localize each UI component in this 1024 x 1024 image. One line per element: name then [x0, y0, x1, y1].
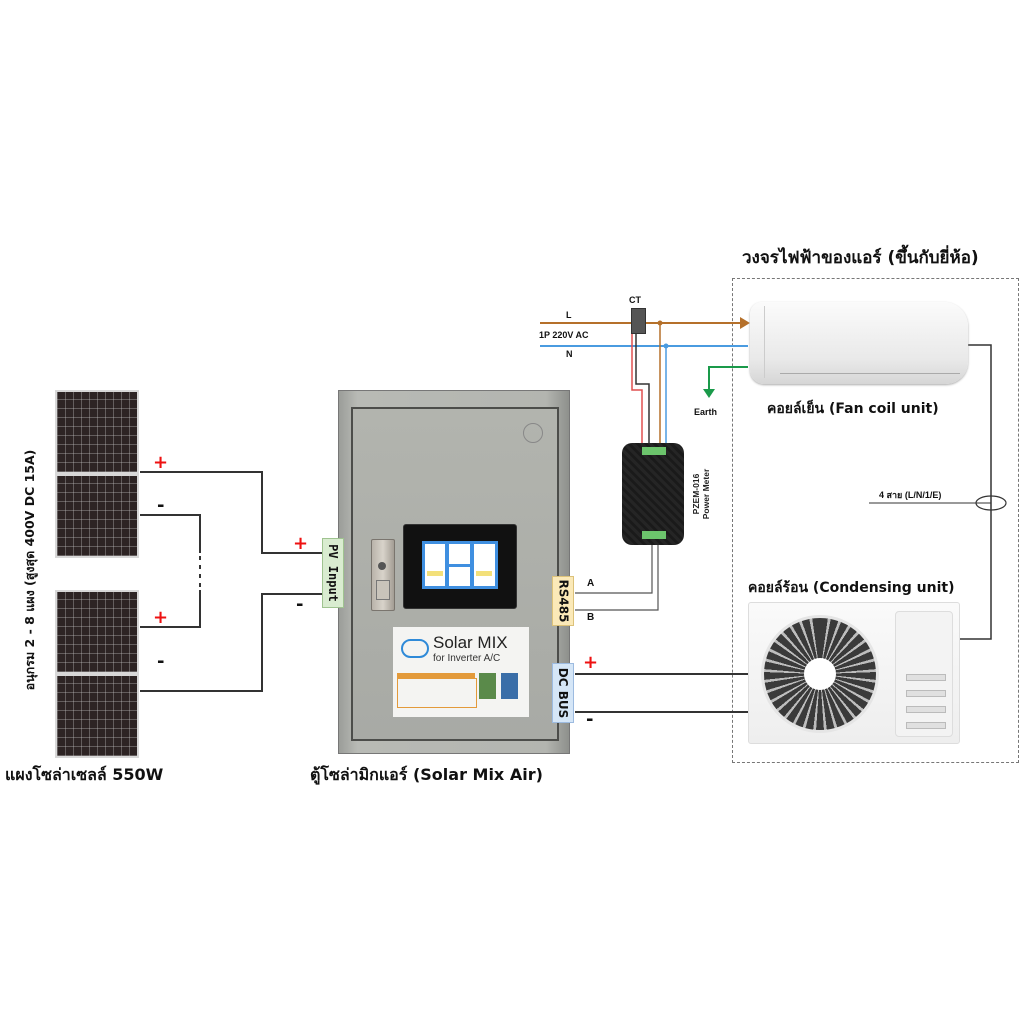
dcbus-plus-sign: +	[583, 652, 599, 673]
solar-mix-cabinet: Solar MIX for Inverter A/C	[338, 390, 570, 754]
interconnect-label: 4 สาย (L/N/1/E)	[879, 490, 942, 500]
sticker-brand: Solar MIX	[433, 633, 508, 652]
meter-name: Power Meter	[701, 468, 711, 520]
earth-wire	[708, 366, 748, 390]
rs485-a-label: A	[587, 578, 595, 589]
series-minus-wire	[140, 514, 201, 553]
condenser-fan-icon	[761, 615, 879, 733]
qr-code-2	[501, 673, 518, 699]
meter-top-terminal	[642, 447, 666, 455]
meter-model: PZEM-016	[691, 473, 701, 515]
panel1-plus-sign: +	[153, 452, 169, 473]
pv-plus-wire	[140, 471, 322, 554]
sticker-subtitle: for Inverter A/C	[433, 653, 501, 664]
qr-code-1	[479, 673, 496, 699]
panel2-minus-sign: -	[157, 651, 165, 672]
interconnect-wire	[960, 344, 992, 640]
condensing-unit	[748, 602, 960, 744]
earth-arrow	[703, 389, 715, 398]
pv-input-plus-sign: +	[293, 533, 309, 554]
line-label: L	[566, 310, 572, 320]
pzem-power-meter	[622, 443, 684, 545]
rs485-b-wire	[575, 538, 659, 611]
dcbus-minus-sign: -	[586, 709, 594, 730]
line-arrow	[740, 317, 750, 329]
fan-coil-label: คอยล์เย็น (Fan coil unit)	[767, 401, 939, 417]
solar-panel-1a	[55, 390, 139, 474]
ct-black-wire	[635, 332, 650, 448]
solar-panel-2b	[55, 674, 139, 758]
panel1-minus-sign: -	[157, 495, 165, 516]
ct-red-wire	[631, 332, 643, 448]
condensing-unit-label: คอยล์ร้อน (Condensing unit)	[748, 580, 955, 596]
panel2-plus-sign: +	[153, 607, 169, 628]
pv-input-minus-sign: -	[296, 594, 304, 615]
dc-bus-tag: DC BUS	[552, 663, 574, 723]
touch-screen-display[interactable]	[403, 524, 517, 609]
ct-label: CT	[629, 295, 641, 305]
fan-coil-unit	[750, 302, 968, 384]
pv-minus-wire	[140, 593, 322, 692]
ac-circuit-boundary	[732, 278, 1019, 763]
pv-input-tag: PV Input	[322, 538, 344, 608]
solar-panel-caption: แผงโซล่าเซลล์ 550W	[5, 765, 164, 784]
meter-bottom-terminal	[642, 531, 666, 539]
current-transformer	[631, 308, 646, 334]
cable-bundle-marker	[975, 495, 1007, 511]
solar-panel-2a	[55, 590, 139, 674]
rs485-a-wire	[575, 538, 653, 594]
series-plus-wire	[140, 590, 201, 628]
logo-emblem-icon	[523, 423, 543, 443]
cabinet-door: Solar MIX for Inverter A/C	[351, 407, 559, 741]
product-sticker: Solar MIX for Inverter A/C	[393, 627, 529, 717]
door-latch-handle[interactable]	[371, 539, 395, 611]
rs485-tag: RS485	[552, 576, 574, 626]
neutral-label: N	[566, 349, 573, 359]
solar-panel-1b	[55, 474, 139, 558]
rs485-b-label: B	[587, 612, 595, 623]
cabinet-caption: ตู้โซล่ามิกแอร์ (Solar Mix Air)	[310, 765, 543, 784]
earth-label: Earth	[694, 407, 718, 417]
supply-voltage-label: 1P 220V AC	[539, 330, 589, 340]
ac-circuit-title: วงจรไฟฟ้าของแอร์ (ขึ้นกับยี่ห้อ)	[742, 248, 979, 268]
